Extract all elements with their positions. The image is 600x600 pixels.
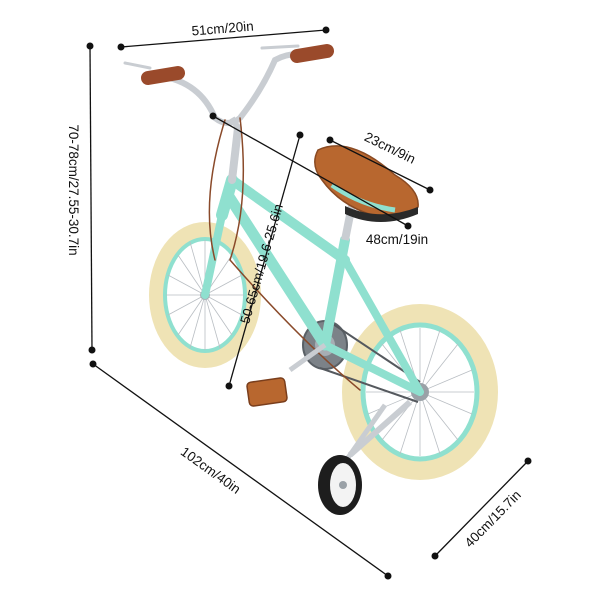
dimension-labels: 51cm/20in 70-78cm/27.55-30.7in 23cm/9in …: [66, 18, 524, 550]
overall-height-label: 70-78cm/27.55-30.7in: [66, 124, 81, 255]
handlebar-width-label: 51cm/20in: [191, 18, 254, 38]
pedal: [246, 342, 327, 407]
frame: [201, 174, 424, 396]
bicycle: [123, 44, 498, 515]
seat-height-label: 48cm/19in: [366, 232, 428, 247]
dimension-lines: [86, 26, 532, 580]
overall-length-label: 102cm/40in: [178, 444, 243, 497]
training-wheel: [318, 399, 412, 515]
saddle: [314, 145, 419, 241]
handlebar: [123, 44, 361, 391]
